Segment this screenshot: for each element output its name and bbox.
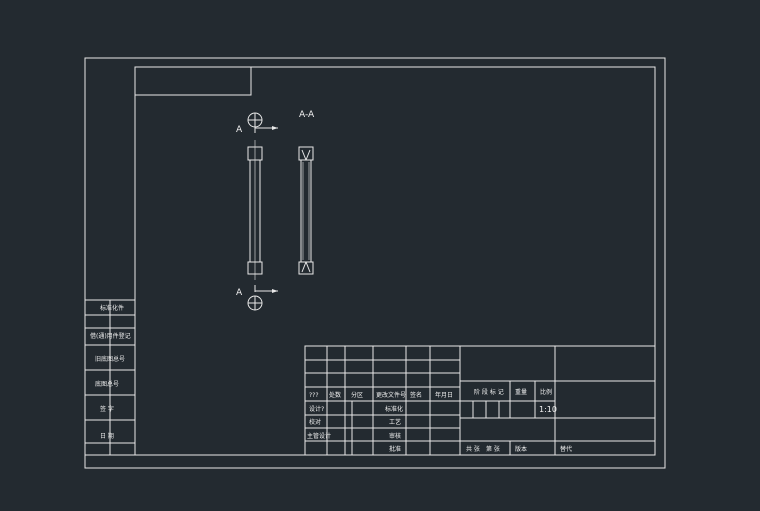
strip-label-2: 旧底图总号 bbox=[95, 355, 125, 363]
footer-0: 共 张 bbox=[466, 445, 480, 453]
outer-frame bbox=[84, 57, 666, 469]
strip-label-1: 借(通)用件登记 bbox=[90, 332, 131, 340]
stage-label: 阶 段 标 记 bbox=[474, 388, 504, 396]
scale-label: 比例 bbox=[540, 388, 552, 396]
strip-label-5: 日 期 bbox=[100, 432, 114, 440]
title-block bbox=[304, 345, 656, 456]
header-cell-0: ??? bbox=[309, 392, 319, 399]
header-cell-3: 更改文件号 bbox=[376, 391, 406, 399]
section-marker-bottom: A bbox=[236, 288, 243, 298]
strip-label-4: 签 字 bbox=[100, 405, 114, 413]
row-mid-2: 审核 bbox=[389, 432, 401, 440]
row-mid-3: 批准 bbox=[389, 445, 401, 453]
header-cell-5: 年月日 bbox=[435, 391, 453, 399]
row-mid-0: 标准化 bbox=[385, 405, 403, 413]
section-view-label: A-A bbox=[299, 110, 315, 120]
strip-label-0: 标准化件 bbox=[100, 304, 124, 312]
strip-label-3: 底图总号 bbox=[95, 380, 119, 388]
footer-1: 第 张 bbox=[486, 445, 500, 453]
weight-label: 重量 bbox=[515, 388, 527, 396]
header-cell-2: 分区 bbox=[351, 391, 363, 399]
row-mid-1: 工艺 bbox=[389, 418, 401, 426]
row-left-2: 主管设计 bbox=[307, 432, 331, 440]
part-front-view[interactable] bbox=[247, 112, 278, 311]
row-left-1: 校对 bbox=[309, 418, 321, 426]
scale-value: 1:10 bbox=[539, 405, 557, 414]
section-marker-top: A bbox=[236, 125, 243, 135]
part-section-view[interactable] bbox=[298, 146, 314, 275]
footer-3: 替代 bbox=[560, 445, 572, 453]
top-left-box bbox=[134, 66, 252, 96]
footer-2: 版本 bbox=[515, 445, 527, 453]
left-strip bbox=[85, 299, 135, 456]
header-cell-1: 处数 bbox=[329, 391, 341, 399]
header-cell-4: 签名 bbox=[410, 391, 422, 399]
row-left-0: 设计? bbox=[309, 405, 324, 413]
